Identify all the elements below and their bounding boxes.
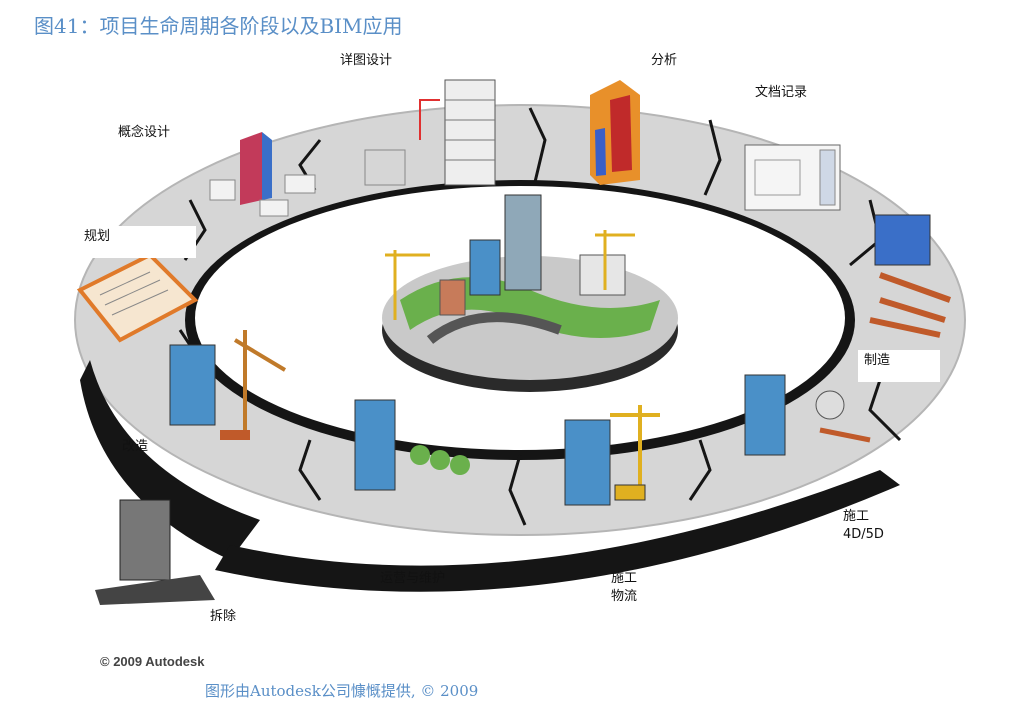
analysis-illustration (590, 80, 640, 185)
conceptual-design-illustration (209, 132, 316, 217)
copyright-notice: © 2009 Autodesk (100, 654, 205, 669)
stage-construction-4d5d-line2: 4D/5D (843, 527, 884, 542)
planning-illustration (76, 252, 199, 343)
stage-fabrication-label: 制造 (858, 350, 940, 382)
stage-renovation-label: 改造 (122, 439, 149, 454)
stage-construction-4d5d-line1: 施工 (843, 509, 870, 524)
renovation-illustration (169, 330, 287, 440)
stage-conceptual-design-label: 概念设计 (118, 125, 171, 140)
documentation-illustration (744, 144, 841, 211)
stage-documentation-label: 文档记录 (755, 85, 808, 100)
figure-title: 图41：项目生命周期各阶段以及BIM应用 (34, 14, 403, 38)
operation-maintenance-illustration (354, 399, 470, 491)
central-city-model (382, 194, 678, 392)
detailed-design-illustration (364, 79, 496, 186)
construction-4d5d-illustration (744, 374, 871, 456)
stage-construction-4d5d-label: 施工 4D/5D (843, 508, 884, 544)
demolition-illustration (95, 499, 215, 605)
stage-planning-label: 规划 (78, 226, 196, 258)
stage-construction-logistics-line2: 物流 (611, 589, 638, 604)
stage-construction-logistics-line1: 施工 (611, 571, 638, 586)
stage-analysis-label: 分析 (651, 53, 678, 68)
stage-demolition-label: 拆除 (210, 609, 237, 624)
fabrication-illustration (869, 214, 952, 338)
stage-detailed-design-label: 详图设计 (340, 53, 393, 68)
figure-caption: 图形由Autodesk公司慷慨提供, © 2009 (205, 682, 479, 700)
stage-operation-maintenance-label: 运营与维护 (380, 571, 446, 586)
construction-logistics-illustration (564, 405, 660, 506)
stage-construction-logistics-label: 施工 物流 (611, 570, 637, 606)
